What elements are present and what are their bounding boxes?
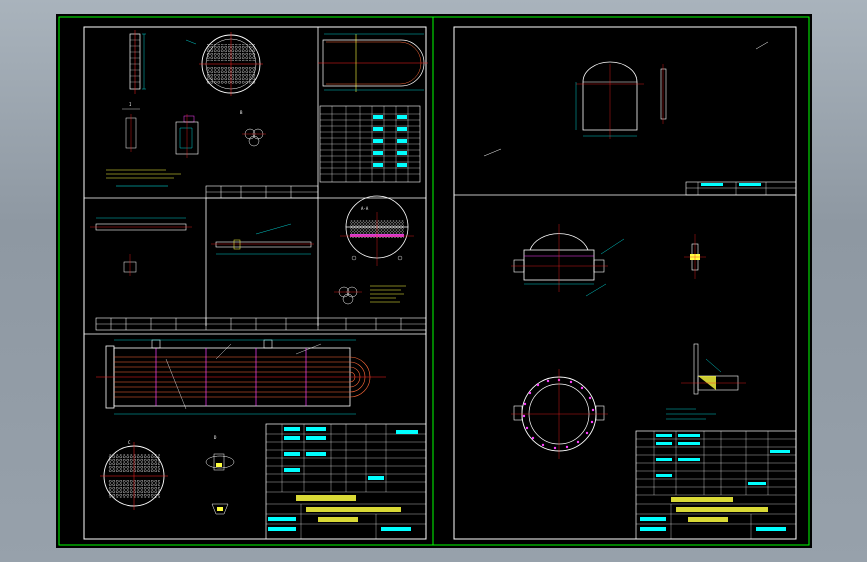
outer-green-border xyxy=(58,16,810,546)
sheet-left: I B xyxy=(83,26,428,540)
title-strip-middle xyxy=(95,317,427,331)
tube-layout-detail: B xyxy=(240,110,266,147)
tube-sheet-view xyxy=(185,32,263,96)
left-sheet-frame xyxy=(83,26,427,540)
flange-ring-view xyxy=(511,369,608,459)
support-rod-view xyxy=(90,217,192,276)
baffle-strip-view xyxy=(129,30,146,94)
detail-d: D xyxy=(205,435,235,515)
cad-drawing[interactable]: I B xyxy=(56,14,812,548)
detail-i: I xyxy=(122,102,140,152)
section-label-aa: A-A xyxy=(361,206,369,211)
exchanger-assembly xyxy=(96,339,386,415)
weld-detail xyxy=(666,343,746,420)
section-label-b: B xyxy=(240,110,243,115)
baffle-section-aa: A-A xyxy=(340,195,414,266)
head-cover-view xyxy=(483,41,769,157)
u-tube-plan xyxy=(318,33,428,92)
title-strip-top xyxy=(205,185,319,199)
cad-canvas[interactable]: I B xyxy=(56,14,812,548)
detail-groove xyxy=(175,114,199,158)
section-label-d: D xyxy=(214,435,217,440)
channel-side-view xyxy=(511,224,625,297)
right-title-block xyxy=(635,430,797,540)
main-title-block xyxy=(265,423,427,540)
right-sheet-frame xyxy=(453,26,797,540)
tie-rod-view xyxy=(211,223,314,255)
section-label-c: C xyxy=(128,440,131,445)
sheet-right xyxy=(453,26,797,540)
section-label-i: I xyxy=(129,102,132,107)
detail-c xyxy=(334,285,406,305)
right-title-strip xyxy=(685,181,797,196)
left-tech-notes xyxy=(106,169,181,187)
tube-table xyxy=(319,105,421,183)
nozzle-detail xyxy=(684,234,706,279)
tube-sheet-bottom: C xyxy=(100,440,168,510)
